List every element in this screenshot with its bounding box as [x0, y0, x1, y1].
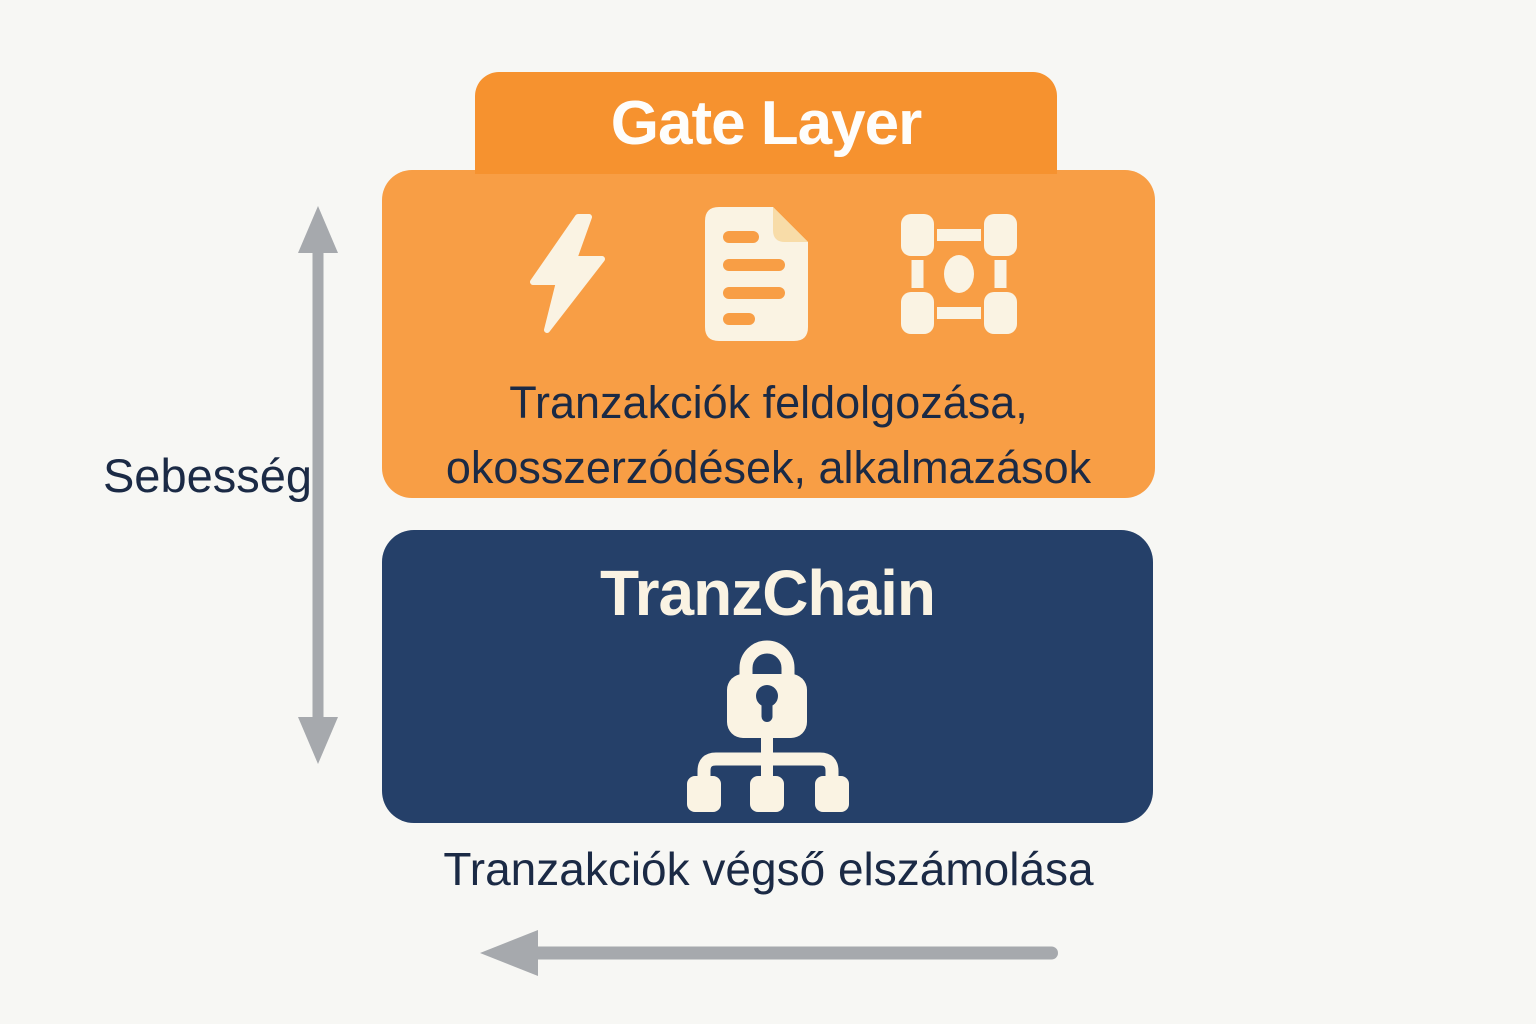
- tranzchain-box: TranzChain: [382, 530, 1153, 823]
- gate-layer-tab: Gate Layer: [475, 72, 1057, 174]
- gate-layer-description: Tranzakciók feldolgozása, okosszerzódése…: [382, 370, 1155, 501]
- gate-layer-title: Gate Layer: [610, 88, 923, 158]
- settlement-arrow-icon: [478, 927, 1068, 984]
- gate-layer-description-line1: Tranzakciók feldolgozása,: [509, 377, 1028, 428]
- lightning-icon: [521, 213, 613, 340]
- settlement-caption: Tranzakciók végső elszámolása: [443, 843, 1094, 895]
- document-icon: [701, 206, 813, 346]
- blocks-icon: [900, 213, 1017, 339]
- lock-hierarchy-icon: [382, 636, 1153, 812]
- gate-layer-box: Tranzakciók feldolgozása, okosszerzódése…: [382, 170, 1155, 498]
- tranzchain-title: TranzChain: [600, 557, 936, 629]
- gate-layer-description-line2: okosszerzódések, alkalmazások: [445, 442, 1092, 494]
- gate-layer-icons: [382, 170, 1155, 342]
- speed-axis-label: Sebesség: [102, 449, 312, 502]
- speed-double-arrow-icon: [296, 206, 340, 769]
